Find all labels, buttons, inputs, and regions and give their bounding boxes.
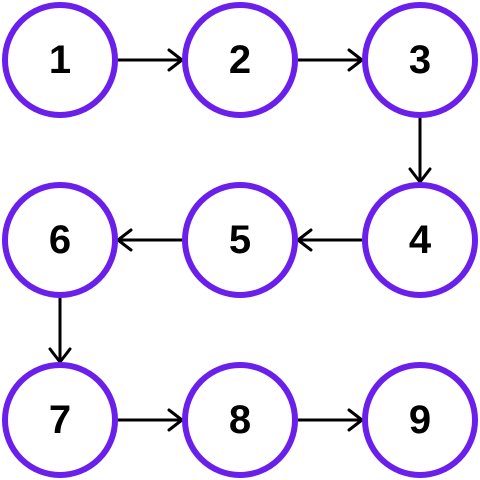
edge-arrow-1-to-2 [118, 48, 184, 72]
edge-arrow-2-to-3 [298, 48, 364, 72]
node-label: 7 [49, 398, 71, 442]
node-circle [362, 362, 478, 478]
node-2: 2 [182, 2, 298, 118]
edge-arrow-6-to-7 [48, 298, 72, 364]
node-circle [362, 2, 478, 118]
edge-arrow-5-to-6 [116, 228, 182, 252]
edge-arrow-7-to-8 [118, 408, 184, 432]
node-circle [2, 182, 118, 298]
node-circle [2, 2, 118, 118]
node-circle [182, 362, 298, 478]
edge-arrow-4-to-5 [296, 228, 362, 252]
node-label: 2 [229, 38, 251, 82]
node-label: 8 [229, 398, 251, 442]
node-circle [182, 2, 298, 118]
edge-arrow-3-to-4 [408, 118, 432, 184]
node-circle [2, 362, 118, 478]
node-3: 3 [362, 2, 478, 118]
edge-arrow-8-to-9 [298, 408, 364, 432]
node-label: 4 [409, 218, 432, 262]
node-circle [182, 182, 298, 298]
node-label: 6 [49, 218, 71, 262]
node-circle [362, 182, 478, 298]
node-label: 9 [409, 398, 431, 442]
node-7: 7 [2, 362, 118, 478]
node-4: 4 [362, 182, 478, 298]
node-5: 5 [182, 182, 298, 298]
node-label: 1 [49, 38, 71, 82]
node-label: 5 [229, 218, 251, 262]
node-9: 9 [362, 362, 478, 478]
node-label: 3 [409, 38, 431, 82]
node-8: 8 [182, 362, 298, 478]
node-1: 1 [2, 2, 118, 118]
node-6: 6 [2, 182, 118, 298]
